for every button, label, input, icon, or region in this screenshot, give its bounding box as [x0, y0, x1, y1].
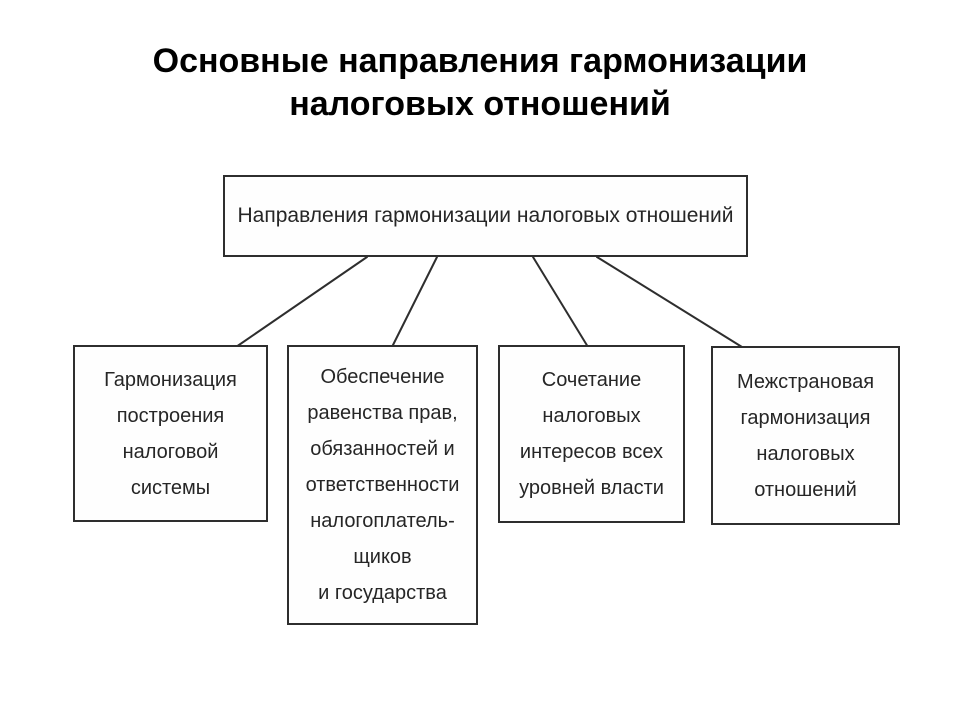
diagram-branch-label-1: Гармонизация построения налоговой систем… — [104, 368, 237, 499]
diagram-branch-label-3: Сочетание налоговых интересов всех уровн… — [519, 369, 664, 499]
diagram-branch-label-2: Обеспечение равенства прав, обязанностей… — [305, 366, 460, 604]
connector-root-to-branch-4 — [596, 256, 743, 348]
diagram-branch-box-3: Сочетание налоговых интересов всех уровн… — [498, 345, 685, 523]
slide-title: Основные направления гармонизации налого… — [152, 42, 808, 123]
connector-root-to-branch-3 — [532, 256, 589, 348]
diagram-branch-box-1: Гармонизация построения налоговой систем… — [73, 345, 268, 522]
diagram-root-label: Направления гармонизации налоговых отнош… — [237, 204, 734, 227]
diagram-branch-box-2: Обеспечение равенства прав, обязанностей… — [287, 345, 478, 625]
diagram-root-box: Направления гармонизации налоговых отнош… — [223, 175, 748, 257]
diagram-branch-box-4: Межстрановая гармонизация налоговых отно… — [711, 346, 900, 525]
connector-root-to-branch-1 — [235, 256, 368, 348]
diagram-branch-label-4: Межстрановая гармонизация налоговых отно… — [736, 370, 875, 501]
connector-root-to-branch-2 — [391, 256, 438, 348]
